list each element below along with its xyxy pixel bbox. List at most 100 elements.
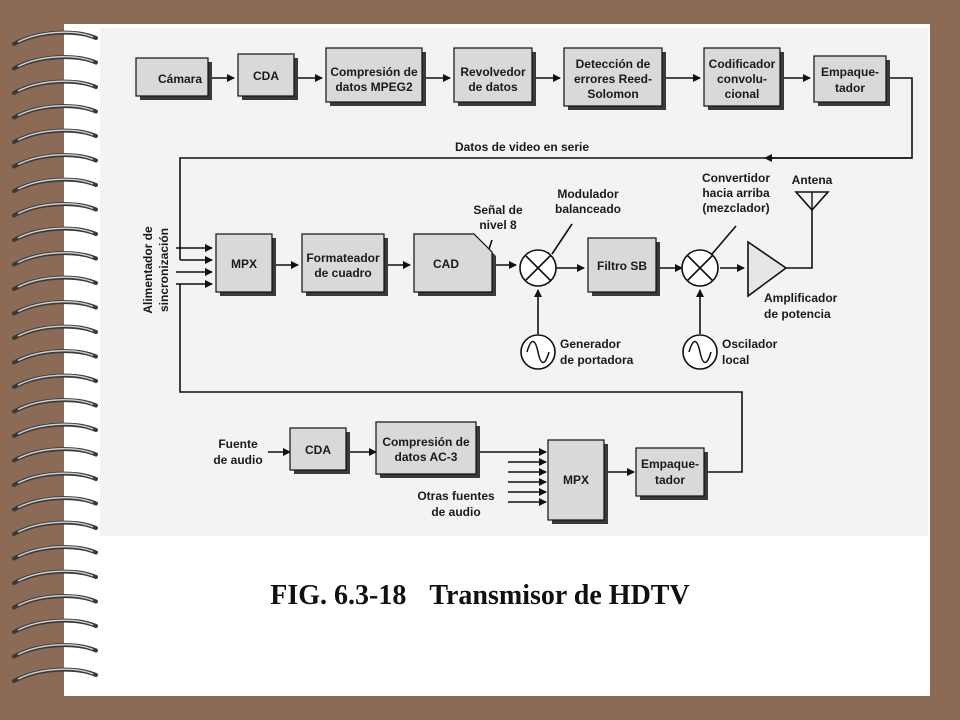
block-cda-audio-label: CDA xyxy=(305,443,331,457)
spiral-binding xyxy=(12,30,98,683)
text-line: local xyxy=(722,353,749,367)
spiral-ring-highlight xyxy=(17,668,94,680)
text-line: Fuente xyxy=(218,437,258,451)
block-empaquetador-audio: Empaque-tador xyxy=(635,447,708,500)
spiral-ring-highlight xyxy=(17,644,94,656)
block-empaquetador-audio-label: Empaque-tador xyxy=(641,457,699,487)
power-amplifier-label: Amplificador de potencia xyxy=(764,291,838,321)
block-mpx-audio: MPX xyxy=(547,439,608,524)
block-cda-video-label: CDA xyxy=(253,69,279,83)
block-filtro-sb: Filtro SB xyxy=(587,237,660,296)
spiral-ring-highlight xyxy=(17,570,94,582)
text-line: Compresión de xyxy=(382,435,470,449)
text-line: convolu- xyxy=(717,72,767,86)
spiral-ring-highlight xyxy=(17,129,94,141)
text-line: Generador xyxy=(560,337,621,351)
text-line: sincronización xyxy=(157,228,171,312)
spiral-ring-highlight xyxy=(17,423,94,435)
audio-source-label: Fuente de audio xyxy=(213,437,262,467)
figure-caption: FIG. 6.3-18 Transmisor de HDTV xyxy=(0,580,960,612)
block-empaquetador-video: Empaque-tador xyxy=(813,55,890,106)
antenna-label: Antena xyxy=(792,173,833,187)
spiral-ring-highlight xyxy=(17,521,94,533)
block-empaquetador-video-label: Empaque-tador xyxy=(821,65,879,95)
bottom-row-wires xyxy=(268,448,635,506)
text-line: tador xyxy=(655,473,685,487)
block-camara-label: Cámara xyxy=(158,72,202,86)
spiral-ring-highlight xyxy=(17,105,94,117)
spiral-ring-highlight xyxy=(17,546,94,558)
carrier-generator-label: Generador de portadora xyxy=(560,337,634,367)
text-line: hacia arriba xyxy=(702,186,770,200)
upconverter-mixer xyxy=(681,249,719,287)
text-line: Formateador xyxy=(306,251,380,265)
figure-title: Transmisor de HDTV xyxy=(429,580,690,611)
block-cad-label: CAD xyxy=(433,257,459,271)
text-line: Amplificador xyxy=(764,291,838,305)
text-line: Compresión de xyxy=(330,65,418,79)
spiral-ring-highlight xyxy=(17,252,94,264)
spiral-ring-highlight xyxy=(17,448,94,460)
text-line: de audio xyxy=(431,505,480,519)
text-line: de cuadro xyxy=(314,266,371,280)
text-line: datos AC-3 xyxy=(395,450,458,464)
spiral-ring-highlight xyxy=(17,350,94,362)
text-line: Oscilador xyxy=(722,337,778,351)
spiral-ring-highlight xyxy=(17,399,94,411)
spiral-ring-highlight xyxy=(17,497,94,509)
spiral-ring-highlight xyxy=(17,31,94,43)
text-line: Detección de xyxy=(576,57,651,71)
spiral-ring-highlight xyxy=(17,374,94,386)
block-mpx-video-label: MPX xyxy=(231,257,257,271)
text-line: Solomon xyxy=(587,87,638,101)
block-mpx-video: MPX xyxy=(215,233,276,296)
text-line: de portadora xyxy=(560,353,634,367)
spiral-ring-highlight xyxy=(17,595,94,607)
local-oscillator-icon xyxy=(682,334,718,370)
spiral-ring-highlight xyxy=(17,619,94,631)
text-line: de audio xyxy=(213,453,262,467)
text-line: de potencia xyxy=(764,307,831,321)
spiral-ring-highlight xyxy=(17,178,94,190)
spiral-ring-highlight xyxy=(17,203,94,215)
block-camara: Cámara xyxy=(135,57,212,100)
block-filtro-sb-label: Filtro SB xyxy=(597,259,647,273)
text-line: Señal de xyxy=(473,203,523,217)
spiral-ring-highlight xyxy=(17,80,94,92)
spiral-ring-highlight xyxy=(17,154,94,166)
block-cad: CAD xyxy=(413,233,496,296)
text-line: cional xyxy=(725,87,760,101)
spiral-ring-highlight xyxy=(17,301,94,313)
block-cda-audio: CDA xyxy=(289,427,350,474)
block-mpx-audio-label: MPX xyxy=(563,473,589,487)
text-line: de datos xyxy=(468,80,518,94)
figure-number: FIG. 6.3-18 xyxy=(270,580,407,611)
power-amplifier-symbol xyxy=(747,240,788,298)
text-line: errores Reed- xyxy=(574,72,652,86)
text-line: Convertidor xyxy=(702,171,770,185)
carrier-generator-icon xyxy=(520,334,556,370)
spiral-ring-highlight xyxy=(17,56,94,68)
balanced-modulator xyxy=(519,249,557,287)
spiral-ring-highlight xyxy=(17,325,94,337)
top-row-wires xyxy=(179,74,913,260)
text-line: tador xyxy=(835,81,865,95)
antenna-icon xyxy=(794,191,830,212)
